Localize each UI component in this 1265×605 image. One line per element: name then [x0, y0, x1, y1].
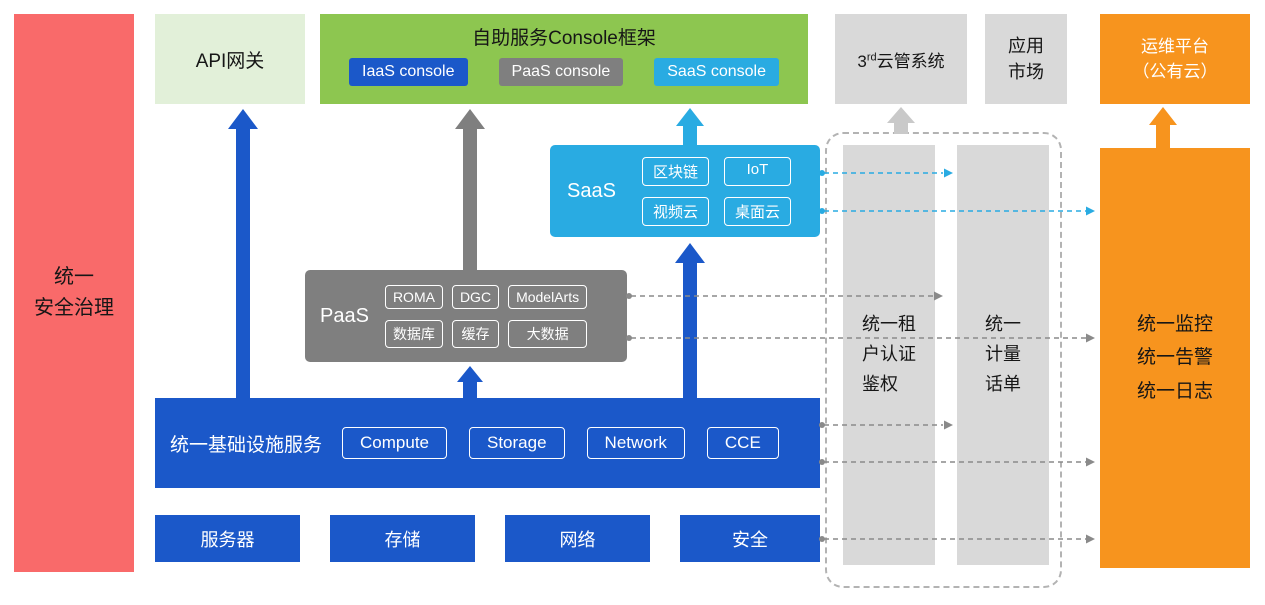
third-party-superscript: rd — [866, 50, 877, 63]
saas-label: SaaS — [567, 179, 616, 202]
database-chip: 数据库 — [384, 319, 443, 348]
arrow-paas-to-console — [455, 109, 485, 270]
tenant-auth-label: 统一租 户认证 鉴权 — [862, 314, 916, 394]
security-box: 安全 — [680, 515, 820, 562]
cce-chip: CCE — [706, 427, 779, 459]
arrow-monitor-to-ops — [1149, 107, 1177, 148]
blockchain-chip: 区块链 — [641, 156, 709, 186]
third-party-cloud-label: 3rd云管系统 — [857, 47, 944, 72]
third-party-suffix: 云管系统 — [876, 51, 945, 71]
storage-box: 存储 — [330, 515, 475, 562]
paas-label: PaaS — [320, 304, 369, 327]
third-party-cloud-box: 3rd云管系统 — [835, 14, 967, 104]
tenant-auth-bar: 统一租 户认证 鉴权 — [843, 145, 935, 565]
infrastructure-box: 统一基础设施服务 Compute Storage Network CCE — [155, 398, 820, 488]
app-market-box: 应用 市场 — [985, 14, 1067, 104]
console-framework-box: 自助服务Console框架 IaaS console PaaS console … — [320, 14, 808, 104]
saas-box: SaaS 区块链 IoT 视频云 桌面云 — [550, 145, 820, 237]
security-governance-bar: 统一 安全治理 — [14, 14, 134, 572]
api-gateway-box: API网关 — [155, 14, 305, 104]
compute-chip: Compute — [342, 427, 447, 459]
iot-chip: IoT — [723, 156, 791, 186]
paas-console-chip: PaaS console — [498, 58, 624, 86]
infrastructure-chip-row: Compute Storage Network CCE — [342, 427, 779, 459]
arrow-saas-to-saas-console — [676, 108, 704, 145]
ops-platform-box: 运维平台 （公有云） — [1100, 14, 1250, 104]
network-chip: Network — [586, 427, 685, 459]
network-box: 网络 — [505, 515, 650, 562]
monitoring-bar: 统一监控 统一告警 统一日志 — [1100, 148, 1250, 568]
server-box: 服务器 — [155, 515, 300, 562]
arrow-infra-to-saas — [675, 243, 705, 398]
roma-chip: ROMA — [384, 284, 443, 309]
console-framework-title: 自助服务Console框架 — [472, 28, 656, 49]
video-cloud-chip: 视频云 — [641, 196, 709, 226]
arrow-infra-to-paas — [457, 366, 483, 398]
paas-box: PaaS ROMA DGC ModelArts 数据库 缓存 大数据 — [305, 270, 627, 362]
dgc-chip: DGC — [451, 284, 500, 309]
arrow-group-to-third-party — [887, 107, 915, 134]
paas-chip-grid: ROMA DGC ModelArts 数据库 缓存 大数据 — [384, 284, 588, 348]
metering-label: 统一 计量 话单 — [985, 314, 1021, 394]
auth-metering-dashed-group — [825, 132, 1062, 588]
iaas-console-chip: IaaS console — [349, 58, 468, 86]
infrastructure-label: 统一基础设施服务 — [170, 434, 323, 456]
modelarts-chip: ModelArts — [508, 284, 588, 309]
console-chip-row: IaaS console PaaS console SaaS console — [349, 58, 779, 86]
saas-chip-grid: 区块链 IoT 视频云 桌面云 — [641, 156, 791, 226]
third-party-prefix: 3 — [857, 51, 867, 71]
saas-console-chip: SaaS console — [654, 58, 779, 86]
bigdata-chip: 大数据 — [508, 319, 588, 348]
cache-chip: 缓存 — [451, 319, 500, 348]
storage-chip: Storage — [469, 427, 565, 459]
desktop-cloud-chip: 桌面云 — [723, 196, 791, 226]
arrow-infra-to-api-gateway — [228, 109, 258, 398]
metering-bar: 统一 计量 话单 — [957, 145, 1049, 565]
